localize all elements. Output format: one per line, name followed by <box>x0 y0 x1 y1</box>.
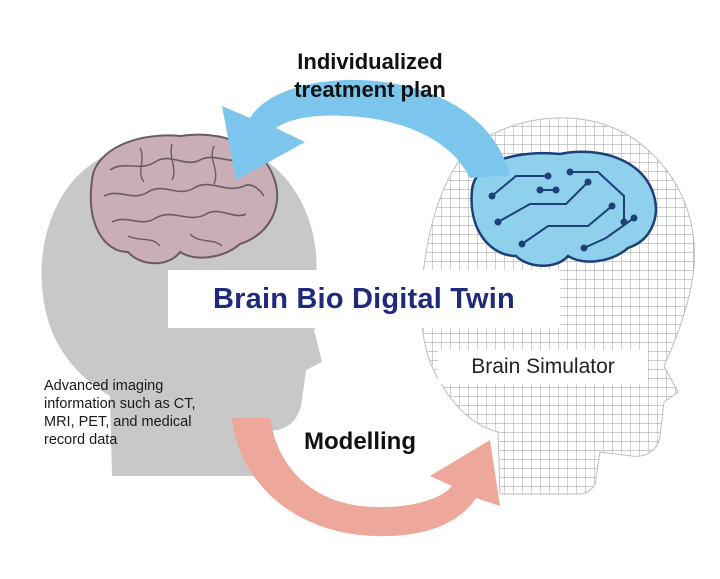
modelling-arrow <box>232 418 500 537</box>
modelling-label: Modelling <box>304 428 416 455</box>
diagram-title: Brain Bio Digital Twin <box>213 282 515 315</box>
imaging-info-line2: information such as CT, <box>44 396 196 412</box>
imaging-info-label: Advanced imaging information such as CT,… <box>44 377 244 449</box>
treatment-plan-label-line1: Individualized <box>297 49 443 74</box>
title-banner: Brain Bio Digital Twin <box>168 270 560 328</box>
treatment-plan-label: Individualized treatment plan <box>270 48 470 104</box>
brain-simulator-label: Brain Simulator <box>438 350 648 384</box>
imaging-info-line4: record data <box>44 432 118 448</box>
imaging-info-line1: Advanced imaging <box>44 378 164 394</box>
digital-brain-icon <box>470 150 658 267</box>
imaging-info-line3: MRI, PET, and medical <box>44 414 192 430</box>
treatment-plan-arrow <box>222 79 510 180</box>
treatment-plan-label-line2: treatment plan <box>294 77 446 102</box>
real-brain-icon <box>89 133 279 265</box>
